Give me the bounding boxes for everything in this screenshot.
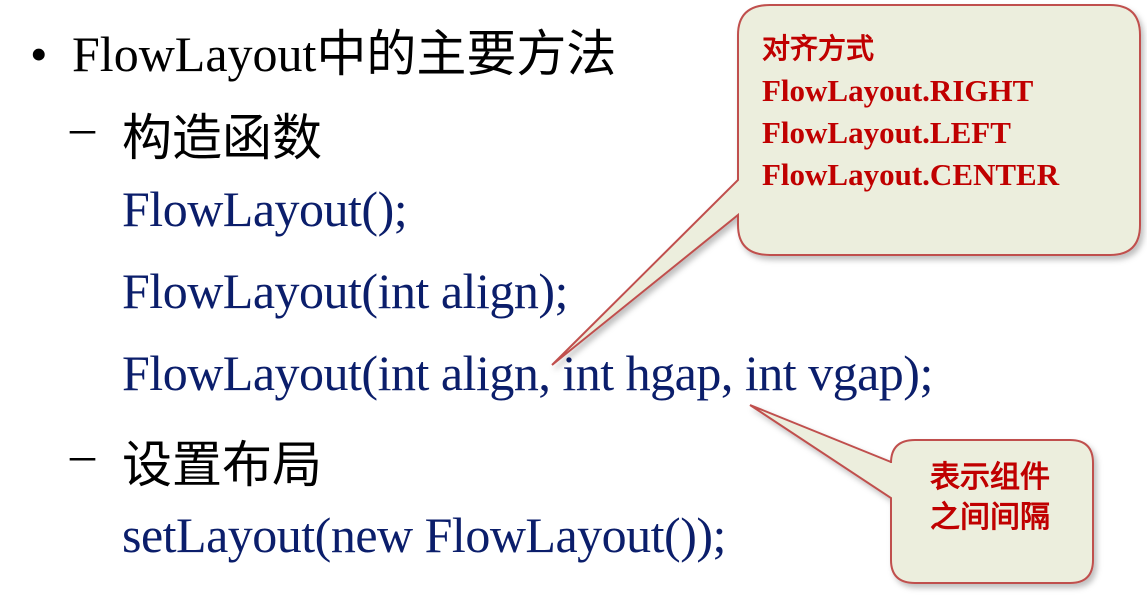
code-flowlayout-align-gaps: FlowLayout(int align, int hgap, int vgap… [122,345,933,401]
code-flowlayout-default: FlowLayout(); [122,181,408,237]
callout-align-center: FlowLayout.CENTER [762,157,1060,192]
callout-align-shape [551,4,1141,366]
callout-gap-shape [749,404,1094,584]
code-flowlayout-align: FlowLayout(int align); [122,263,568,319]
bullet-icon: • [30,26,48,82]
dash-icon: – [70,426,95,482]
section-set-layout: 设置布局 [122,437,322,493]
callout-align-left: FlowLayout.LEFT [762,115,1011,150]
callout-gap-line2: 之间间隔 [930,500,1050,535]
callout-gap-line1: 表示组件 [930,460,1050,495]
callout-align: 对齐方式 FlowLayout.RIGHT FlowLayout.LEFT Fl… [762,28,1059,196]
slide-title: FlowLayout中的主要方法 [72,26,617,82]
dash-icon: – [70,99,95,155]
callout-align-heading: 对齐方式 [762,32,875,65]
callout-align-right: FlowLayout.RIGHT [762,73,1034,108]
section-constructors: 构造函数 [122,110,322,166]
bullet-title: • FlowLayout中的主要方法 [30,14,616,86]
code-setlayout: setLayout(new FlowLayout()); [122,507,726,563]
callout-gap: 表示组件 之间间隔 [900,458,1080,538]
